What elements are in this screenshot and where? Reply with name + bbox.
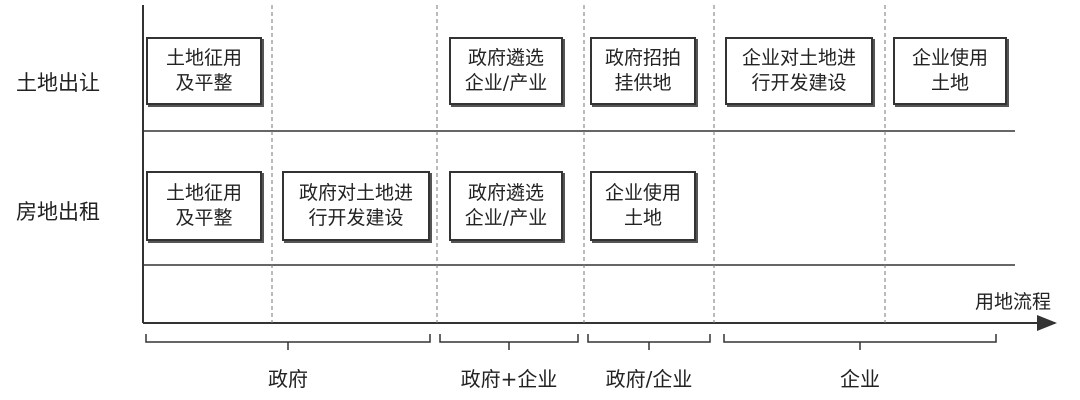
top-box-enterprise-develop: 企业对土地进行开发建设 [725, 37, 873, 105]
group-caption-government-and-enterprise: 政府+企业 [460, 367, 558, 391]
box-line: 行开发建设 [751, 72, 847, 94]
group-bracket [587, 334, 711, 350]
box-line: 政府招拍 [604, 47, 681, 69]
bottom-box-govt-select-enterprise: 政府遴选企业/产业 [449, 171, 563, 241]
box-line: 企业使用 [604, 182, 681, 204]
box-line: 政府遴选 [467, 182, 544, 204]
box-line: 行开发建设 [308, 207, 404, 229]
group-bracket [439, 334, 579, 350]
box-line: 土地 [930, 72, 969, 94]
box-line: 土地 [623, 207, 662, 229]
top-box-land-acquisition: 土地征用及平整 [146, 37, 262, 105]
group-bracket [723, 334, 997, 350]
box-line: 企业使用 [911, 47, 988, 69]
group-caption-enterprise: 企业 [840, 367, 880, 391]
box-line: 挂供地 [614, 72, 672, 94]
bottom-box-land-acquisition: 土地征用及平整 [146, 171, 262, 241]
top-box-govt-select-enterprise: 政府遴选企业/产业 [449, 37, 563, 105]
box-line: 土地征用 [165, 182, 242, 204]
box-line: 及平整 [175, 72, 233, 94]
bottom-box-enterprise-use-land: 企业使用土地 [590, 171, 696, 241]
top-box-govt-auction-supply: 政府招拍挂供地 [590, 37, 696, 105]
box-line: 土地征用 [165, 47, 242, 69]
group-bracket [145, 334, 431, 350]
row-label-land-lease: 房地出租 [16, 200, 100, 224]
bottom-box-govt-develop: 政府对土地进行开发建设 [282, 171, 430, 241]
box-line: 企业/产业 [464, 207, 548, 229]
top-box-enterprise-use-land: 企业使用土地 [893, 37, 1007, 105]
box-line: 及平整 [175, 207, 233, 229]
box-line: 企业/产业 [464, 72, 548, 94]
group-caption-government: 政府 [268, 367, 308, 391]
flow-axis-label: 用地流程 [975, 291, 1052, 313]
box-line: 政府对土地进 [298, 182, 413, 204]
row-label-land-transfer: 土地出让 [16, 71, 100, 95]
box-line: 企业对土地进 [741, 47, 856, 69]
group-caption-government-or-enterprise: 政府/企业 [605, 367, 693, 391]
box-line: 政府遴选 [467, 47, 544, 69]
